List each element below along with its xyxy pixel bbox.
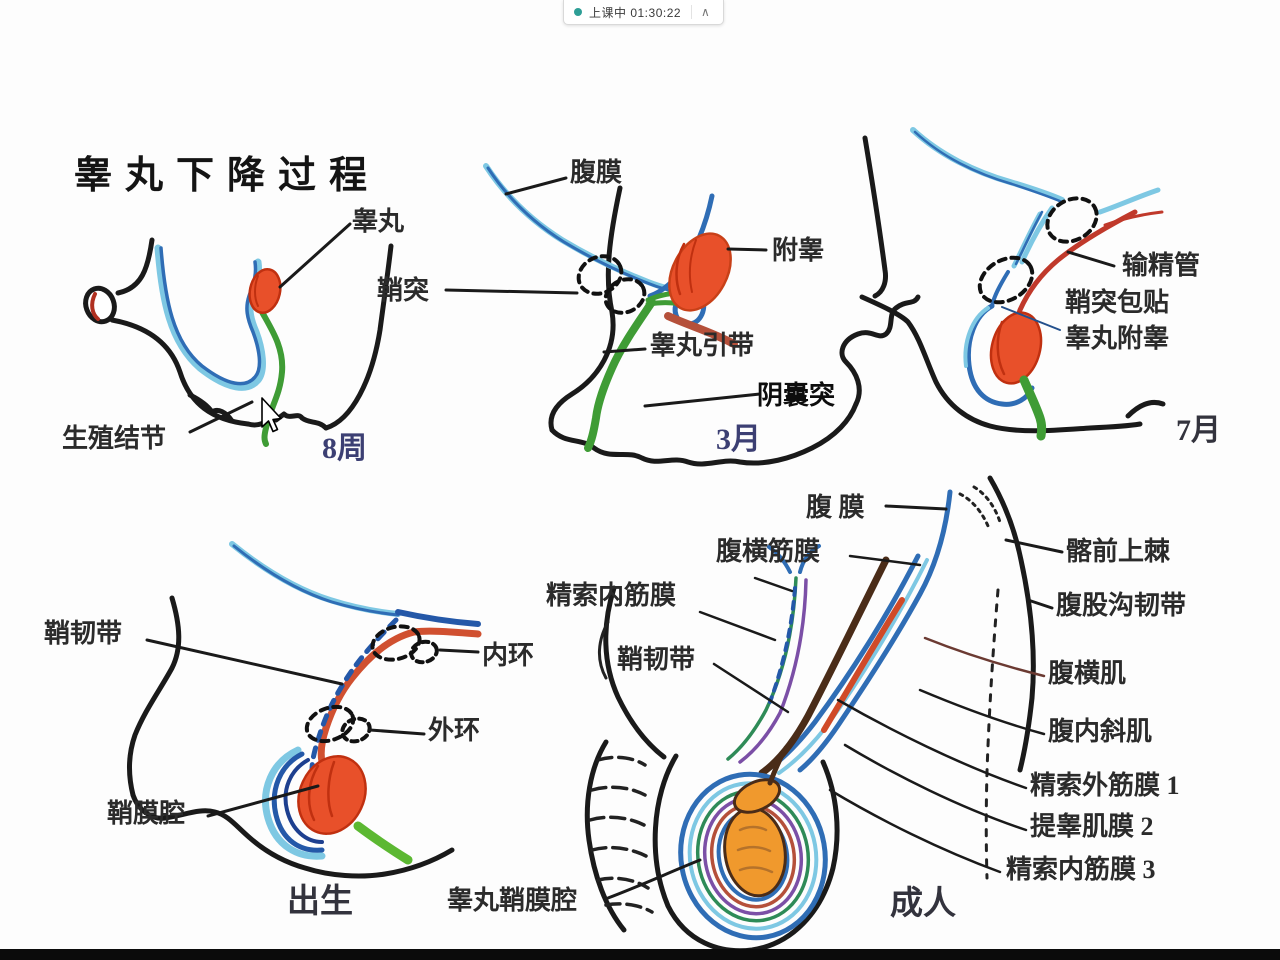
label-month3-processus-vaginalis: 鞘突 bbox=[377, 276, 430, 305]
figure-birth bbox=[127, 541, 482, 879]
label-birth-external-ring: 外环 bbox=[428, 716, 481, 745]
label-month7-vas-deferens: 输精管 bbox=[1122, 251, 1201, 280]
label-week8-genital-tubercle: 生殖结节 bbox=[62, 424, 167, 453]
stage-label-adult: 成人 bbox=[890, 886, 956, 922]
label-adult-internal-oblique: 腹内斜肌 bbox=[1048, 717, 1153, 746]
stage-label-week8: 8周 bbox=[322, 432, 367, 465]
label-birth-internal-ring: 内环 bbox=[482, 641, 535, 670]
pill-divider bbox=[691, 5, 693, 19]
stage-label-month7: 7月 bbox=[1176, 414, 1221, 447]
label-birth-vaginal-ligament: 鞘韧带 bbox=[44, 619, 123, 648]
label-adult-transversus-abdominis: 腹横肌 bbox=[1048, 659, 1127, 688]
label-adult-internal-spermatic-fascia-3: 精索内筋膜 3 bbox=[1006, 855, 1156, 884]
recording-dot-icon bbox=[574, 8, 582, 16]
figure-week8 bbox=[83, 222, 394, 447]
label-adult-external-spermatic-fascia-1: 精索外筋膜 1 bbox=[1030, 771, 1180, 800]
label-adult-asis: 髂前上棘 bbox=[1066, 537, 1171, 566]
label-birth-vaginal-cavity: 鞘膜腔 bbox=[107, 799, 186, 828]
label-adult-internal-spermatic-fascia: 精索内筋膜 bbox=[546, 581, 677, 610]
stage-label-birth: 出生 bbox=[287, 884, 353, 920]
mouse-cursor bbox=[261, 397, 282, 433]
label-week8-testis: 睾丸 bbox=[352, 207, 405, 236]
label-adult-cremaster-fascia-2: 提睾肌膜 2 bbox=[1030, 812, 1154, 841]
collapse-chevron-icon[interactable]: ∧ bbox=[701, 5, 710, 19]
label-month3-scrotal-process: 阴囊突 bbox=[757, 381, 836, 410]
label-month3-epididymis: 附睾 bbox=[772, 236, 825, 265]
stage-label-month3: 3月 bbox=[716, 423, 761, 456]
class-timer-text: 上课中 01:30:22 bbox=[589, 5, 682, 20]
label-adult-tunica-vaginalis-cavity: 睾丸鞘膜腔 bbox=[447, 886, 578, 915]
label-adult-transversalis-fascia: 腹横筋膜 bbox=[716, 537, 821, 566]
label-adult-peritoneum: 腹 膜 bbox=[806, 493, 865, 522]
bottom-black-bar bbox=[0, 949, 1280, 960]
label-month7-testis-epididymis: 睾丸附睾 bbox=[1065, 324, 1170, 353]
figure-month3 bbox=[444, 163, 921, 467]
figure-month7 bbox=[859, 127, 1166, 441]
label-adult-inguinal-ligament: 腹股沟韧带 bbox=[1056, 591, 1187, 620]
label-month3-gubernaculum: 睾丸引带 bbox=[650, 331, 755, 360]
label-adult-vaginal-ligament: 鞘韧带 bbox=[617, 645, 696, 674]
figure-adult bbox=[584, 475, 1064, 954]
label-month7-vaginalis-wrap: 鞘突包贴 bbox=[1065, 288, 1170, 317]
page-title: 睾丸下降过程 bbox=[74, 155, 381, 197]
label-month3-peritoneum: 腹膜 bbox=[570, 158, 623, 187]
class-status-pill[interactable]: 上课中 01:30:22 ∧ bbox=[563, 0, 724, 25]
